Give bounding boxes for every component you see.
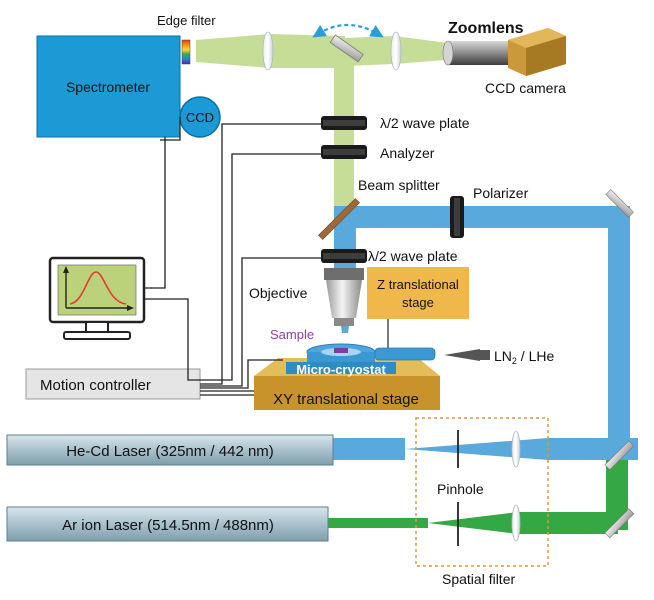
ar-laser-label: Ar ion Laser (514.5nm / 488nm) xyxy=(62,517,274,534)
polarizer xyxy=(450,196,464,238)
hecd-laser: He-Cd Laser (325nm / 442 nm) xyxy=(6,434,334,466)
collection-lens-left xyxy=(262,31,274,71)
coolant-label: LN2 / LHe xyxy=(494,348,554,366)
half-wave-plate-top xyxy=(321,116,367,130)
ccd-label: CCD xyxy=(186,110,214,125)
spectrometer-label: Spectrometer xyxy=(66,79,150,95)
ccd-camera xyxy=(508,28,566,76)
beam-splitter xyxy=(318,198,360,240)
signal-beam xyxy=(196,34,470,227)
micro-cryostat-label: Micro-cryostat xyxy=(296,362,386,377)
sample-chip xyxy=(334,348,348,353)
blue-beam xyxy=(333,206,638,460)
objective xyxy=(324,268,364,326)
z-translational-stage: Z translational stage xyxy=(367,267,469,348)
beam-splitter-label: Beam splitter xyxy=(358,177,440,193)
zoom-lens xyxy=(442,40,508,66)
coolant-arrow-icon xyxy=(444,349,480,361)
collection-lens-right xyxy=(390,31,402,71)
edge-filter-label: Edge filter xyxy=(157,13,216,28)
spectrometer: Spectrometer xyxy=(36,35,181,138)
control-wires xyxy=(144,117,321,396)
half-wave-plate-bottom xyxy=(321,249,367,263)
analyzer xyxy=(321,145,367,159)
flip-mirror xyxy=(312,24,384,63)
spectrometer-ccd: CCD xyxy=(179,96,221,138)
ccd-camera-label: CCD camera xyxy=(485,80,566,96)
xy-stage-label: XY translational stage xyxy=(273,391,419,408)
spatial-filter-lens-bottom xyxy=(511,504,521,542)
spatial-filter-label: Spatial filter xyxy=(442,571,515,587)
edge-filter xyxy=(181,39,191,65)
analyzer-label: Analyzer xyxy=(380,145,435,161)
spectrum-curve xyxy=(69,271,127,305)
cryostat-tube xyxy=(374,347,436,361)
z-stage-label-2: stage xyxy=(402,295,434,310)
micro-cryostat: Micro-cryostat xyxy=(286,343,436,377)
green-beam xyxy=(328,460,628,534)
mirror-bottom-right xyxy=(604,508,635,539)
half-wave-plate-bottom-label: λ/2 wave plate xyxy=(368,248,458,264)
mirror-middle-right xyxy=(604,440,635,471)
spatial-filter: Pinhole xyxy=(415,417,549,567)
zoomlens-label: Zoomlens xyxy=(448,20,524,37)
pinhole-label: Pinhole xyxy=(437,481,484,497)
half-wave-plate-top-label: λ/2 wave plate xyxy=(380,115,470,131)
spatial-filter-lens-top xyxy=(511,430,521,468)
computer-monitor xyxy=(48,256,146,340)
z-stage-label-1: Z translational xyxy=(377,277,459,292)
mirror-top-right xyxy=(605,189,634,218)
hecd-laser-label: He-Cd Laser (325nm / 442 nm) xyxy=(66,443,274,460)
flip-arrow-icon xyxy=(312,24,384,38)
ar-ion-laser: Ar ion Laser (514.5nm / 488nm) xyxy=(6,506,329,542)
polarizer-label: Polarizer xyxy=(473,185,529,201)
objective-label: Objective xyxy=(249,285,308,301)
motion-controller: Motion controller xyxy=(25,368,201,400)
sample-label: Sample xyxy=(270,327,314,342)
motion-controller-label: Motion controller xyxy=(40,377,151,394)
